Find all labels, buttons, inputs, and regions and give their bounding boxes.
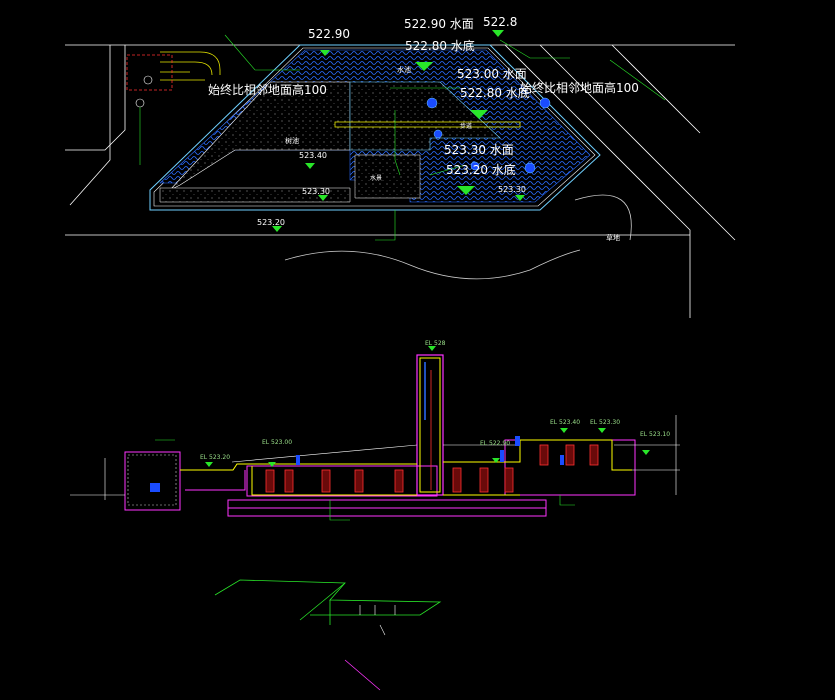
- level-marker-icon: [268, 462, 276, 467]
- note-left-edge: 始终比相邻地面高100: [208, 82, 327, 97]
- pool-section: [180, 439, 632, 496]
- level-water-523-00: 523.00 水面: [457, 67, 527, 81]
- level-bottom-523-20: 523.20 水底: [446, 162, 516, 177]
- level-523-30-right: 523.30: [498, 185, 526, 194]
- label-lawn: 草地: [606, 233, 620, 242]
- section-label: EL 523.40: [550, 419, 580, 426]
- pump-room: [126, 54, 173, 165]
- planting-bed-mid: [354, 154, 421, 199]
- level-marker-icon: [642, 450, 650, 455]
- level-marker-icon: [428, 346, 436, 351]
- leader-lines: [224, 34, 666, 241]
- section-label: EL 523.10: [640, 431, 670, 438]
- nozzle-icon: [433, 129, 443, 139]
- nozzle-icon: [470, 161, 480, 171]
- section-level-marks: [205, 346, 650, 467]
- plan-view: 522.90 522.90 水面 522.8 522.80 水底 523.00 …: [65, 15, 736, 318]
- nozzle-icon: [539, 97, 551, 109]
- section-guides: [70, 415, 680, 506]
- level-523-30-mid: 523.30: [302, 187, 330, 196]
- level-marker-icon: [492, 30, 504, 37]
- planting-bed-left: [169, 81, 351, 191]
- level-marker-icon: [205, 462, 213, 467]
- level-marker-icon: [318, 195, 328, 201]
- entrance-path: [160, 51, 221, 81]
- fountain-nozzles: [426, 97, 551, 174]
- level-right-522-8: 522.8: [483, 15, 517, 29]
- nozzle-icon: [524, 162, 536, 174]
- level-markers: [272, 30, 525, 232]
- level-marker-icon: [560, 428, 568, 433]
- level-marker-icon: [470, 110, 488, 119]
- label-walkway: 步道: [460, 122, 472, 130]
- level-marker-icon: [598, 428, 606, 433]
- level-marker-icon: [272, 226, 282, 232]
- pump-icon: [150, 483, 160, 492]
- feature-tower: [416, 354, 444, 496]
- section-label: EL 522.90: [480, 440, 510, 447]
- pool-outer-border: [149, 44, 601, 211]
- note-right-edge: 始终比相邻地面高100: [520, 80, 639, 95]
- section-leaders: [155, 439, 575, 521]
- nozzle-icon: [426, 97, 438, 109]
- section-view: EL 528 EL 523.20 EL 523.00 EL 522.90 EL …: [70, 340, 680, 521]
- walkway-strip: [334, 121, 521, 128]
- level-bottom-522-80: 522.80 水底: [405, 38, 475, 53]
- planting-bed-center: [349, 81, 501, 151]
- section-label: EL 523.30: [590, 419, 620, 426]
- level-road-523-20: 523.20: [257, 218, 285, 227]
- level-marker-icon: [457, 186, 475, 195]
- level-water-522-90: 522.90 水面: [404, 17, 474, 31]
- foundation: [124, 439, 636, 517]
- section-nozzles: [296, 436, 564, 465]
- level-marker-icon: [320, 50, 330, 56]
- level-523-40: 523.40: [299, 151, 327, 160]
- level-bottom-522-80-b: 522.80 水底: [460, 85, 530, 100]
- level-marker-icon: [515, 195, 525, 201]
- label-waterscape: 水景: [370, 174, 382, 182]
- section-top-elev: EL 528: [425, 340, 446, 347]
- label-tree-pit: 树池: [285, 136, 299, 145]
- section-piers: [265, 444, 599, 493]
- label-pool: 水池: [397, 65, 411, 74]
- level-top: 522.90: [308, 27, 350, 41]
- section-label: EL 523.20: [200, 454, 230, 461]
- level-marker-icon: [492, 458, 500, 463]
- section-label: EL 523.00: [262, 439, 292, 446]
- pipe-isometric: [214, 579, 442, 691]
- level-water-523-30: 523.30 水面: [444, 143, 514, 157]
- level-marker-icon: [305, 163, 315, 169]
- level-marker-icon: [415, 62, 433, 71]
- planting-bed-bottom: [159, 187, 351, 203]
